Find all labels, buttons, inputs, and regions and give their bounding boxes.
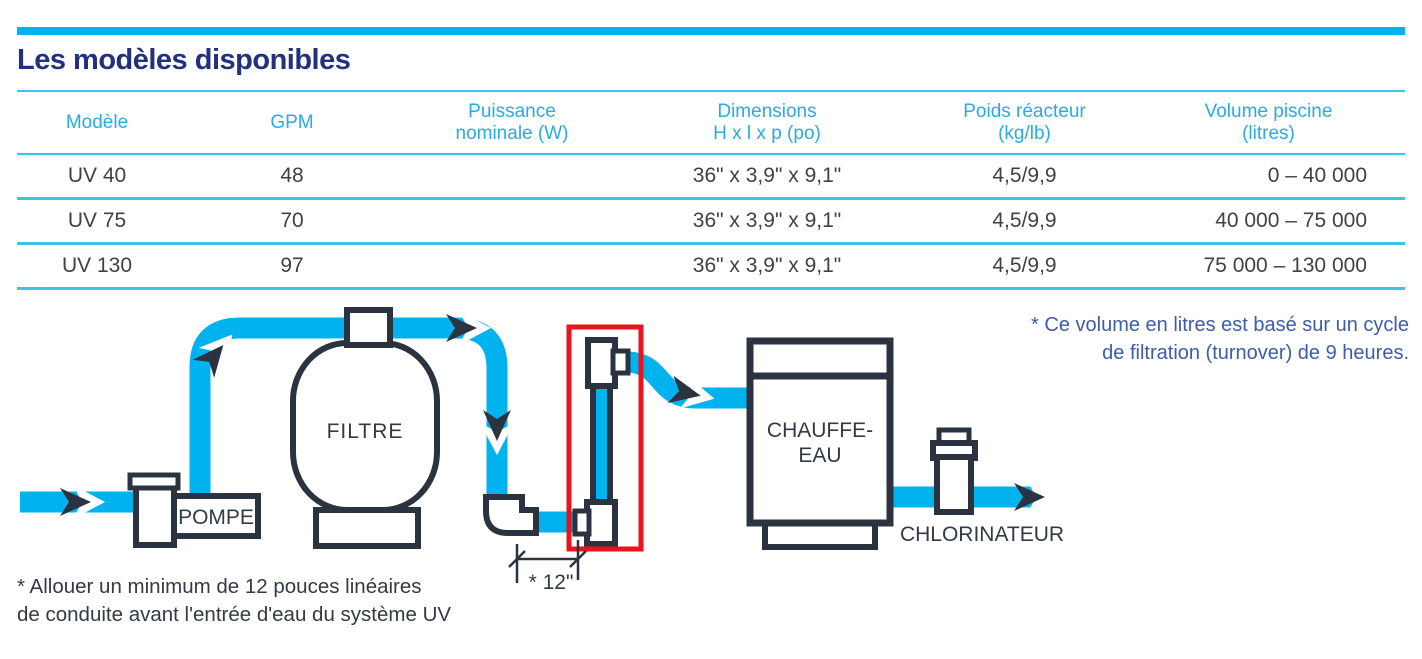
installation-footnote: * Allouer un minimum de 12 pouces linéai… [17, 575, 452, 626]
cell-volume: 0 – 40 000 [1267, 164, 1367, 187]
uv-reactor [572, 337, 631, 547]
cell-gpm: 48 [280, 164, 304, 187]
cell-dimensions: 36" x 3,9" x 9,1" [692, 164, 842, 187]
cell-dimensions: 36" x 3,9" x 9,1" [692, 254, 842, 277]
heater-label: CHAUFFE- [767, 419, 873, 442]
table-row: UV 40 48 36" x 3,9" x 9,1" 4,5/9,9 0 – 4… [17, 155, 1405, 200]
cell-gpm: 70 [280, 209, 304, 232]
dimension-marker: * 12" [508, 540, 587, 594]
column-header-poids: Poids réacteur(kg/lb) [963, 100, 1086, 144]
column-header-gpm: GPM [270, 111, 314, 133]
plumbing-schematic: POMPE FILTRE * 12" [20, 307, 1064, 594]
top-accent-bar [17, 27, 1405, 35]
cell-dimensions: 36" x 3,9" x 9,1" [692, 209, 842, 232]
cell-volume: 75 000 – 130 000 [1203, 254, 1368, 277]
page-title: Les modèles disponibles [17, 44, 351, 76]
heater-label: EAU [798, 444, 841, 467]
filter-label: FILTRE [327, 420, 404, 443]
filter: FILTRE [290, 307, 440, 549]
pump: POMPE [127, 472, 261, 548]
table-row: UV 75 70 36" x 3,9" x 9,1" 4,5/9,9 40 00… [17, 200, 1405, 245]
elbow-fitting [483, 494, 539, 536]
chlorinator: CHLORINATEUR [900, 427, 1064, 546]
cell-gpm: 97 [280, 254, 304, 277]
cell-model: UV 75 [67, 209, 127, 232]
pump-label: POMPE [178, 506, 254, 529]
cell-poids: 4,5/9,9 [992, 164, 1057, 187]
uv-highlight-box [566, 324, 644, 552]
column-header-volume: Volume piscine(litres) [1204, 100, 1333, 144]
cell-poids: 4,5/9,9 [992, 254, 1057, 277]
cell-model: UV 130 [61, 254, 133, 277]
cell-volume: 40 000 – 75 000 [1215, 209, 1367, 232]
dimension-label: * 12" [529, 571, 574, 594]
table-row: UV 130 97 36" x 3,9" x 9,1" 4,5/9,9 75 0… [17, 245, 1405, 290]
volume-footnote: * Ce volume en litres est basé sur un cy… [1031, 314, 1409, 364]
cell-model: UV 40 [67, 164, 127, 187]
heater: CHAUFFE- EAU [746, 337, 894, 550]
cell-poids: 4,5/9,9 [992, 209, 1057, 232]
chlorinator-label: CHLORINATEUR [900, 523, 1064, 546]
column-header-modele: Modèle [65, 111, 129, 133]
